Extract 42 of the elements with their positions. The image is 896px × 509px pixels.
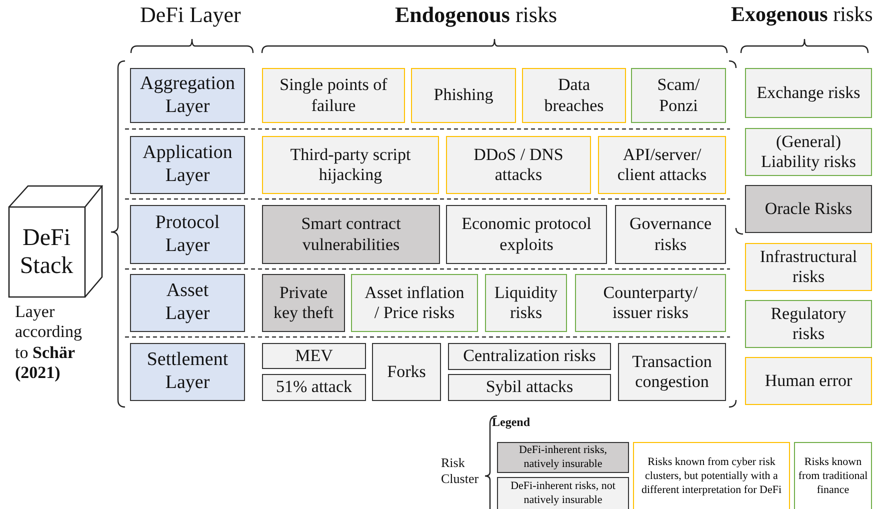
layer-box: Asset Layer bbox=[130, 274, 245, 332]
risk-box: Oracle Risks bbox=[745, 185, 872, 233]
risk-box: Sybil attacks bbox=[448, 374, 611, 401]
risk-box: Counterparty/ issuer risks bbox=[575, 274, 726, 332]
risk-box: Phishing bbox=[411, 68, 516, 123]
heading: DeFi Layer bbox=[140, 2, 241, 28]
risk-box: Economic protocol exploits bbox=[446, 205, 607, 264]
risk-box: Single points of failure bbox=[262, 68, 405, 123]
stack-cube: DeFi Stack bbox=[8, 185, 103, 298]
group-label: Risk Cluster bbox=[441, 455, 480, 486]
risk-box: Exchange risks bbox=[745, 68, 872, 118]
risk-box: Asset inflation / Price risks bbox=[351, 274, 478, 332]
legend-text: Risks known from traditional finance bbox=[797, 455, 869, 498]
layer-box: Settlement Layer bbox=[130, 343, 245, 401]
risk-box: MEV bbox=[262, 343, 366, 369]
risk-box: Infrastructural risks bbox=[745, 243, 872, 291]
risk-box: Third-party script hijacking bbox=[262, 136, 439, 194]
heading: Exogenous risks bbox=[731, 2, 873, 27]
risk-box: Data breaches bbox=[522, 68, 626, 123]
risk-box: Scam/ Ponzi bbox=[631, 68, 726, 123]
layer-box: Protocol Layer bbox=[130, 205, 245, 264]
layer-box: Aggregation Layer bbox=[130, 68, 245, 123]
risk-box: 51% attack bbox=[262, 374, 366, 401]
source-note: Layer according to Schär (2021) bbox=[15, 302, 84, 384]
risk-box: Smart contract vulnerabilities bbox=[262, 205, 440, 264]
layer-box: Application Layer bbox=[130, 136, 245, 194]
risk-box: Regulatory risks bbox=[745, 300, 872, 348]
risk-box: Governance risks bbox=[615, 205, 726, 264]
heading: Endogenous risks bbox=[395, 2, 558, 28]
risk-box: Liquidity risks bbox=[485, 274, 567, 332]
risk-box: Forks bbox=[372, 343, 441, 401]
risk-box: Human error bbox=[745, 357, 872, 405]
risk-box: (General) Liability risks bbox=[745, 128, 872, 176]
legend-text: DeFi-inherent risks, natively insurable bbox=[518, 443, 608, 472]
risk-box: Transaction congestion bbox=[618, 343, 726, 401]
legend-title: Legend bbox=[492, 415, 530, 430]
risk-box: DDoS / DNS attacks bbox=[446, 136, 591, 194]
legend-text: DeFi-inherent risks, not natively insurable bbox=[510, 479, 616, 508]
risk-box: Centralization risks bbox=[448, 343, 611, 370]
risk-box: Private key theft bbox=[262, 274, 345, 332]
legend-text: Risks known from cyber risk clusters, but potentially with a different interpretation for DeFi bbox=[640, 455, 782, 498]
risk-box: API/server/ client attacks bbox=[598, 136, 726, 194]
